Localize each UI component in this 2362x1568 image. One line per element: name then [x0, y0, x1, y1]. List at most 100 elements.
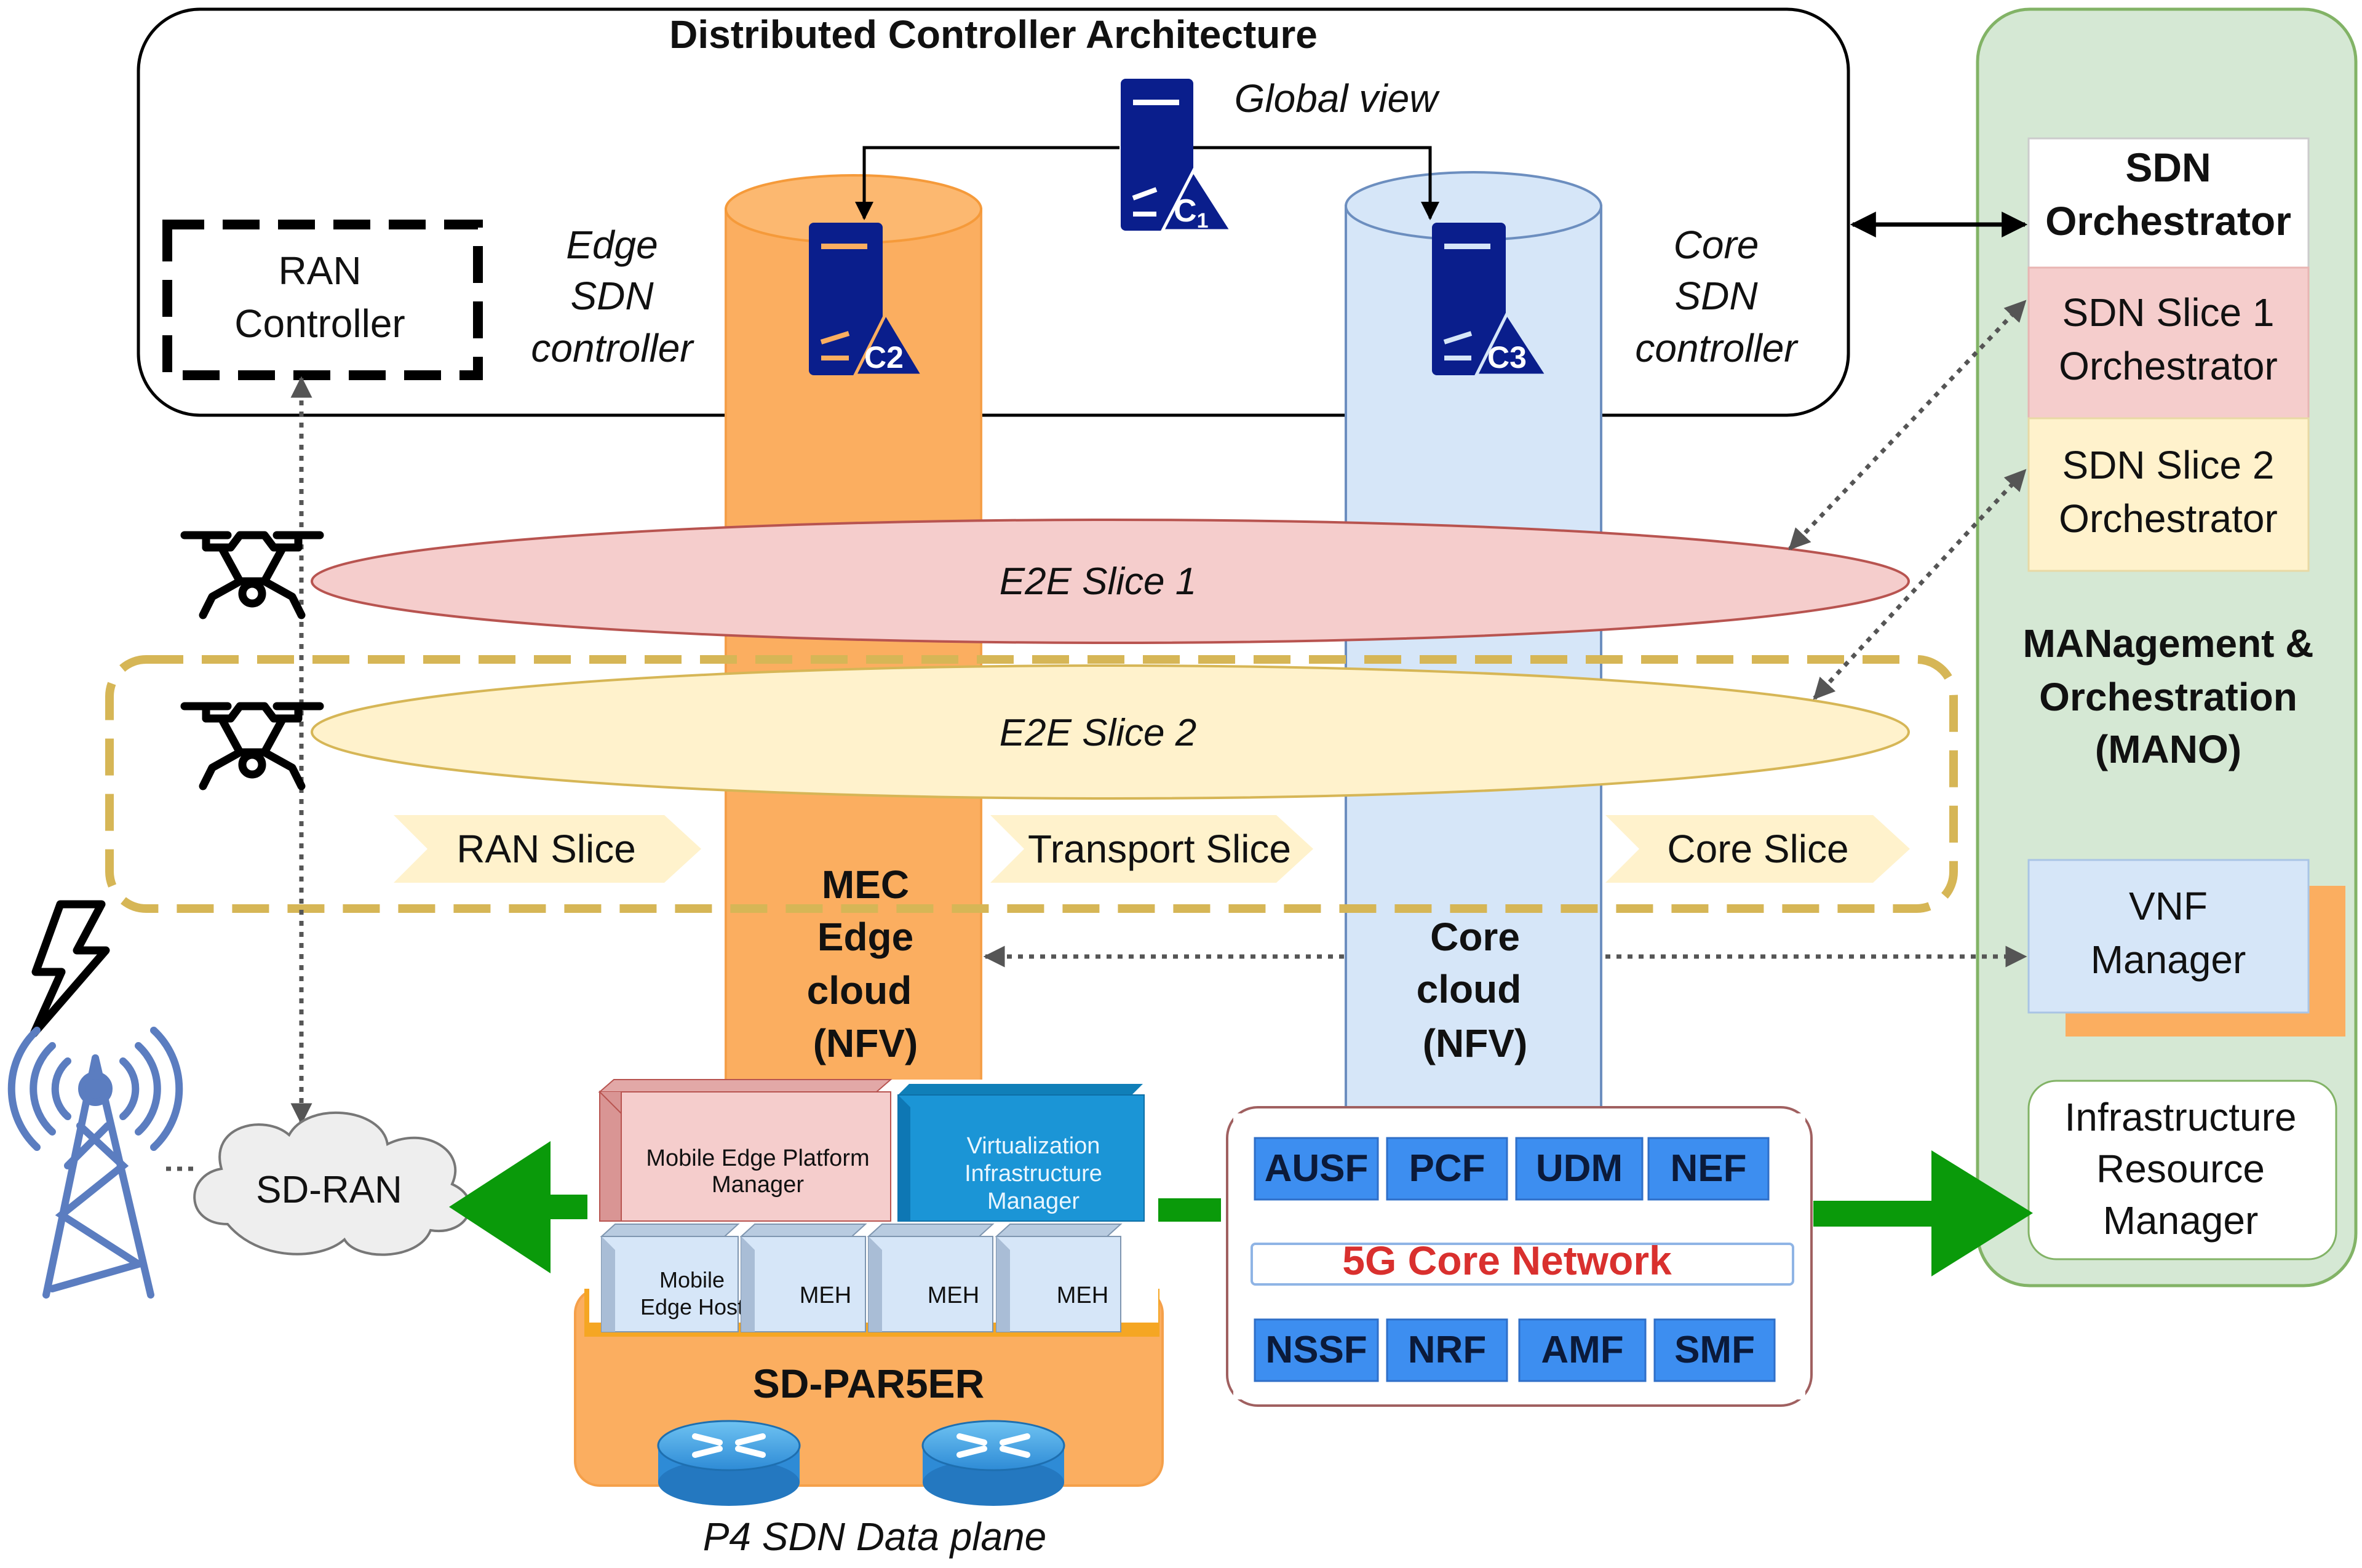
nf-label-nef: NEF — [1671, 1147, 1747, 1190]
core-sdn-controller-label-1: Core — [1674, 223, 1759, 267]
core-cloud-label-1: Core — [1430, 915, 1520, 959]
nf-box-nrf — [1386, 1318, 1508, 1382]
p4-data-plane-label: P4 SDN Data plane — [703, 1514, 1047, 1559]
nf-label-ausf: AUSF — [1265, 1147, 1369, 1190]
nf-box-nef — [1647, 1137, 1770, 1201]
router-icon-2 — [921, 1420, 1065, 1506]
mobile-edge-host-2-label: MEH — [800, 1283, 851, 1308]
controller-c3-label: C3 — [1487, 340, 1527, 375]
nf-label-smf: SMF — [1674, 1329, 1755, 1371]
edge-sdn-controller-label-2: SDN — [570, 274, 654, 318]
core-to-infrastructure-arrow — [1813, 1150, 2033, 1276]
mano-title-1: MANagement & — [2023, 621, 2314, 666]
nf-box-smf — [1653, 1318, 1776, 1382]
mobile-edge-host-2 — [739, 1224, 867, 1332]
lightning-icon — [30, 900, 110, 1038]
vim-label-1: Virtualization — [967, 1133, 1100, 1159]
mano-title-2: Orchestration — [2039, 675, 2297, 719]
sdn-orchestrator-label-1: SDN — [2125, 145, 2211, 190]
radio-tower-icon — [7, 1027, 183, 1299]
slice2-orchestrator-box — [2027, 417, 2310, 572]
controller-c1-server: C1 — [1121, 79, 1235, 233]
architecture-title: Distributed Controller Architecture — [669, 12, 1318, 57]
infrastructure-manager-label-1: Infrastructure — [2064, 1095, 2296, 1139]
controller-c1-label: C1 — [1174, 193, 1208, 233]
slice2-orchestrator-label-1: SDN Slice 2 — [2062, 443, 2275, 487]
mobile-edge-host-4-label: MEH — [1057, 1283, 1108, 1308]
vim-label-2: Infrastructure — [964, 1161, 1102, 1187]
sd-parser-label: SD-PAR5ER — [753, 1361, 985, 1406]
slice2-orchestrator-link — [1813, 469, 2027, 700]
core-slice-label: Core Slice — [1667, 827, 1848, 871]
sd-ran-cloud — [193, 1111, 471, 1256]
core-cloud-label-2: cloud — [1417, 967, 1522, 1011]
virtualization-infrastructure-manager-box — [897, 1084, 1145, 1222]
nf-label-udm: UDM — [1536, 1147, 1623, 1190]
router-icon-1 — [657, 1420, 801, 1506]
mano-title-3: (MANO) — [2095, 727, 2241, 771]
mec-cloud-label-2: Edge — [817, 915, 913, 959]
slice1-orchestrator-label-2: Orchestrator — [2059, 344, 2278, 388]
slice1-orchestrator-box — [2027, 266, 2310, 420]
ran-controller-label-1: RAN — [278, 249, 361, 293]
mobile-edge-host-3 — [867, 1224, 995, 1332]
global-view-label: Global view — [1235, 76, 1441, 121]
core-network-bar — [1251, 1243, 1794, 1286]
c1-to-c2-link — [855, 146, 1119, 220]
mepm-label-1: Mobile Edge Platform — [646, 1145, 869, 1171]
edge-sdn-controller-label-3: controller — [531, 326, 694, 370]
vnf-manager-label-1: VNF — [2129, 884, 2208, 928]
nf-label-amf: AMF — [1541, 1329, 1623, 1371]
core-cloud-label-3: (NFV) — [1423, 1021, 1528, 1065]
mobile-edge-host-3-label: MEH — [928, 1283, 979, 1308]
transport-slice-chevron — [990, 815, 1313, 883]
mobile-edge-host-1 — [600, 1224, 740, 1332]
drone-icon-1 — [180, 531, 324, 619]
core-network-title: 5G Core Network — [1342, 1238, 1672, 1283]
controller-c2-server: C2 — [809, 223, 926, 377]
nf-box-ausf — [1254, 1137, 1379, 1201]
ran-controller-box — [162, 220, 483, 380]
mobile-edge-host-1-label-1: Mobile — [659, 1267, 725, 1292]
mobile-edge-host-1-label-2: Edge Host — [640, 1294, 744, 1319]
c1-to-c3-link — [1193, 146, 1439, 220]
drone-icon-2 — [180, 702, 324, 790]
core-nf-bottom-row: NSSF NRF AMF SMF — [1254, 1318, 1776, 1382]
core-nf-top-row: AUSF PCF UDM NEF — [1254, 1137, 1770, 1201]
controller-c3-server: C3 — [1432, 223, 1550, 377]
sdn-orchestrator-label-2: Orchestrator — [2045, 198, 2291, 244]
mec-core-connector — [1156, 1198, 1221, 1222]
vnf-manager-box — [2027, 859, 2310, 1014]
e2e-slice2-label: E2E Slice 2 — [1000, 712, 1197, 754]
e2e-slice1-label: E2E Slice 1 — [1000, 560, 1197, 603]
infrastructure-manager-box — [2027, 1080, 2337, 1260]
mec-to-sd-ran-arrow — [449, 1141, 587, 1273]
controller-c2-label: C2 — [864, 340, 904, 375]
mobile-edge-host-4 — [995, 1224, 1123, 1332]
nf-label-nrf: NRF — [1408, 1329, 1486, 1371]
vim-label-3: Manager — [987, 1188, 1080, 1214]
vnf-manager-label-2: Manager — [2091, 937, 2246, 982]
mec-cloud-label-4: (NFV) — [813, 1021, 918, 1065]
core-sdn-controller-label-3: controller — [1635, 326, 1799, 370]
mec-cloud-label-3: cloud — [807, 968, 912, 1013]
nf-label-nssf: NSSF — [1265, 1329, 1367, 1371]
slice2-orchestrator-label-2: Orchestrator — [2059, 496, 2278, 541]
sdn-orchestrator-box — [2027, 137, 2310, 269]
nf-box-nssf — [1254, 1318, 1379, 1382]
core-slice-chevron — [1605, 815, 1910, 883]
nf-box-pcf — [1386, 1137, 1508, 1201]
ran-slice-chevron — [394, 815, 701, 883]
mepm-label-2: Manager — [712, 1172, 804, 1198]
nf-label-pcf: PCF — [1409, 1147, 1485, 1190]
transport-slice-label: Transport Slice — [1028, 827, 1291, 871]
infrastructure-manager-label-2: Resource — [2096, 1147, 2265, 1191]
nf-box-udm — [1515, 1137, 1644, 1201]
edge-sdn-controller-label-1: Edge — [566, 223, 658, 267]
ran-slice-label: RAN Slice — [456, 827, 636, 871]
slice1-orchestrator-label-1: SDN Slice 1 — [2062, 290, 2275, 335]
mobile-edge-platform-manager-box — [598, 1079, 893, 1222]
e2e-slice2-dashed-frame — [105, 655, 1958, 913]
sd-ran-label: SD-RAN — [256, 1169, 402, 1211]
